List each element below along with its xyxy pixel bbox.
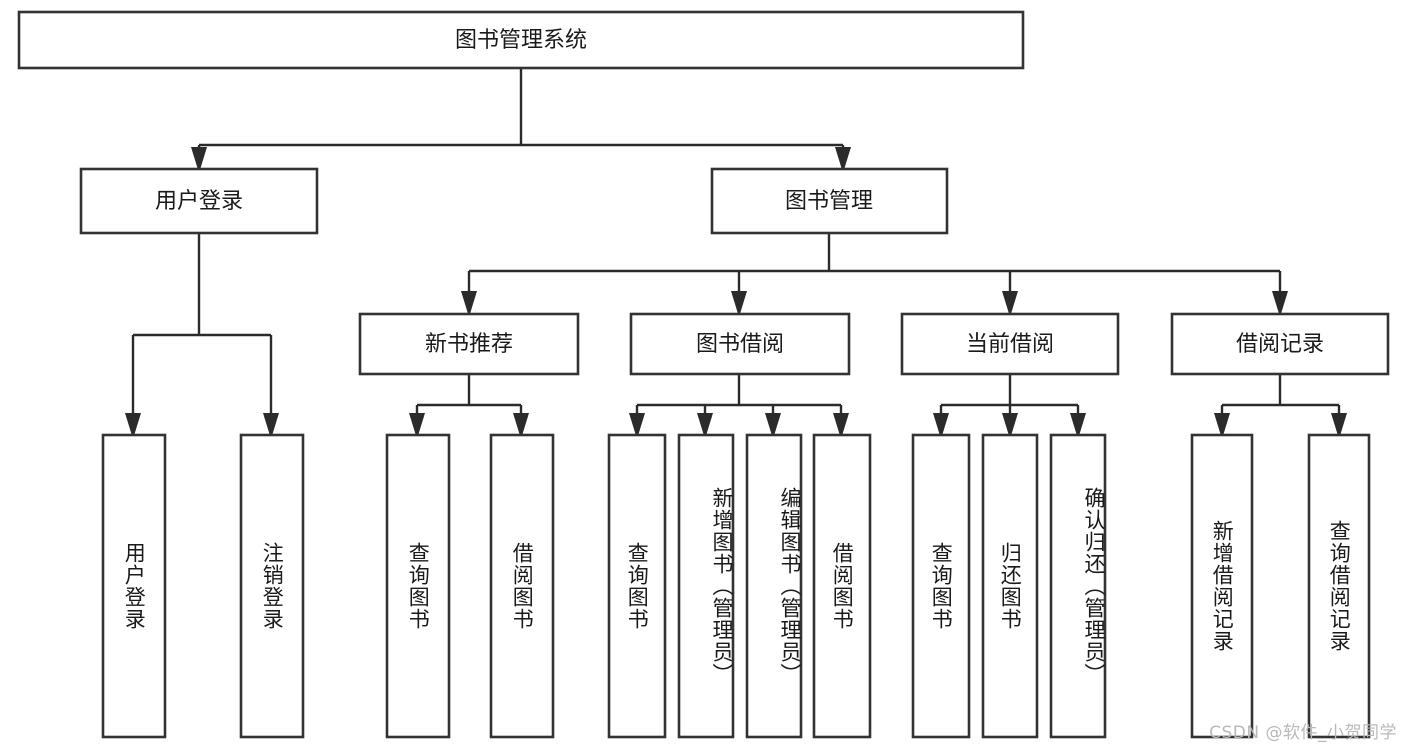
node-leaf-query-book-2[interactable] — [607, 433, 667, 739]
connector-group-borrow-record — [1220, 374, 1341, 414]
node-book-manage-label: 图书管理 — [785, 189, 873, 214]
node-leaf-borrow-book-1[interactable] — [489, 433, 555, 739]
connector-group-book-manage — [467, 233, 1282, 292]
csdn-watermark: CSDN @软件_小贺同学 — [1209, 723, 1397, 743]
leaf-boxes-current-borrow — [911, 433, 1107, 739]
node-user-login-label: 用户登录 — [155, 189, 243, 214]
node-leaf-add-borrow-record[interactable] — [1190, 433, 1254, 739]
node-book-borrow[interactable]: 图书借阅 — [629, 312, 851, 376]
leaf-boxes-borrow-record — [1190, 433, 1371, 739]
connector-group-current-borrow — [939, 374, 1080, 414]
connector-group-root — [197, 68, 845, 148]
node-user-login[interactable]: 用户登录 — [79, 167, 319, 235]
node-new-book-recommend[interactable]: 新书推荐 — [358, 312, 580, 376]
node-new-book-recommend-label: 新书推荐 — [425, 332, 513, 357]
node-leaf-query-book-1[interactable] — [385, 433, 451, 739]
node-book-manage[interactable]: 图书管理 — [710, 167, 949, 235]
node-leaf-confirm-return-admin[interactable] — [1049, 433, 1107, 739]
leaf-boxes-new-book — [385, 433, 555, 739]
node-book-borrow-label: 图书借阅 — [696, 332, 784, 357]
node-leaf-edit-book-admin[interactable] — [745, 433, 803, 739]
node-borrow-record[interactable]: 借阅记录 — [1170, 312, 1390, 376]
leaf-boxes-user-login — [101, 433, 305, 739]
connector-group-new-book — [415, 374, 523, 414]
node-current-borrow[interactable]: 当前借阅 — [900, 312, 1120, 376]
node-borrow-record-label: 借阅记录 — [1236, 332, 1324, 357]
connector-group-book-borrow — [635, 374, 843, 414]
node-leaf-return-book[interactable] — [981, 433, 1039, 739]
node-leaf-query-book-3[interactable] — [911, 433, 971, 739]
node-leaf-logout[interactable] — [239, 433, 305, 739]
node-leaf-user-login[interactable] — [101, 433, 167, 739]
node-current-borrow-label: 当前借阅 — [966, 332, 1054, 357]
connector-group-user-login — [131, 233, 273, 414]
leaf-boxes-book-borrow — [607, 433, 872, 739]
node-leaf-borrow-book-2[interactable] — [812, 433, 872, 739]
node-leaf-add-book-admin[interactable] — [677, 433, 735, 739]
node-leaf-query-borrow-record[interactable] — [1307, 433, 1371, 739]
node-root-label: 图书管理系统 — [455, 28, 587, 53]
node-root-system[interactable]: 图书管理系统 — [17, 10, 1025, 70]
